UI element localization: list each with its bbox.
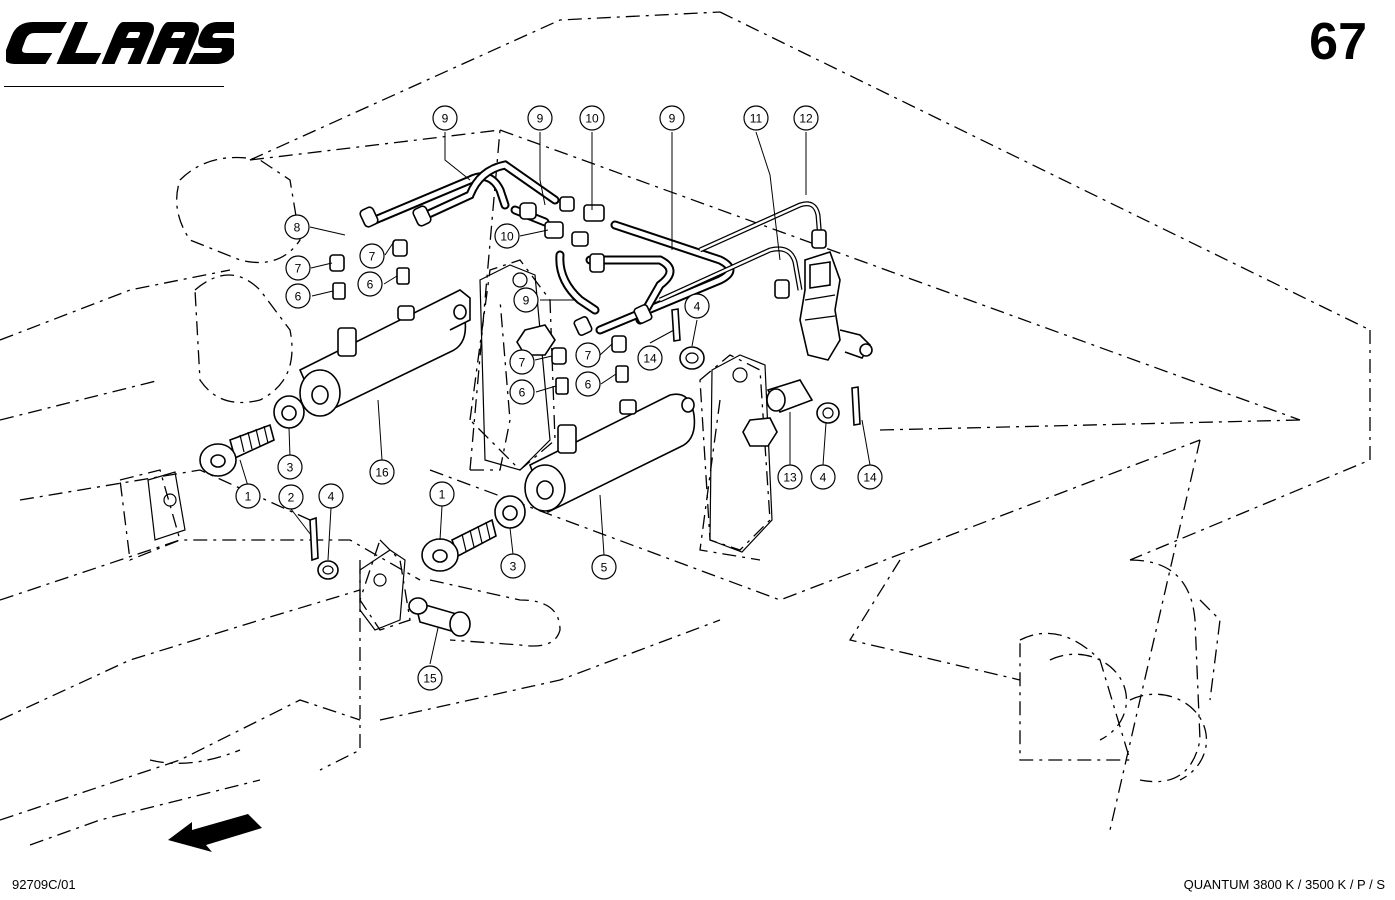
callout-label: 14 — [643, 352, 657, 366]
drawing-id: 92709C/01 — [12, 877, 76, 892]
callout-label: 6 — [295, 290, 302, 304]
callout-label: 9 — [669, 112, 676, 126]
claas-logo — [6, 22, 234, 64]
pin-13 — [766, 379, 814, 413]
callout-label: 4 — [694, 300, 701, 314]
callout-14: 14 — [857, 464, 883, 490]
callout-label: 1 — [245, 490, 252, 504]
callout-label: 11 — [750, 112, 763, 126]
callout-label: 6 — [519, 386, 526, 400]
washer-upper-right — [679, 346, 705, 370]
callout-label: 12 — [799, 112, 813, 126]
callout-label: 3 — [510, 560, 517, 574]
callout-14: 14 — [637, 345, 663, 371]
spring-pin-right — [851, 386, 861, 426]
callout-4: 4 — [684, 293, 710, 319]
callout-6: 6 — [357, 271, 383, 297]
nut-lower — [494, 495, 526, 529]
callout-label: 13 — [783, 471, 797, 485]
callout-label: 6 — [585, 378, 592, 392]
callout-10: 10 — [579, 105, 605, 131]
callout-label: 4 — [328, 490, 335, 504]
callout-label: 5 — [601, 561, 608, 575]
page-number: 67 — [1309, 13, 1367, 71]
callout-3: 3 — [500, 553, 526, 579]
callout-3: 3 — [277, 454, 303, 480]
callout-12: 12 — [793, 105, 819, 131]
eye-bolt-upper — [199, 423, 275, 477]
callout-6: 6 — [575, 371, 601, 397]
callout-1: 1 — [235, 483, 261, 509]
callout-6: 6 — [285, 283, 311, 309]
mounting-brackets — [147, 264, 778, 631]
callout-label: 9 — [442, 112, 449, 126]
callout-label: 7 — [519, 356, 526, 370]
callout-label: 6 — [367, 278, 374, 292]
callout-label: 16 — [375, 466, 389, 480]
callout-13: 13 — [777, 464, 803, 490]
callout-9: 9 — [527, 105, 553, 131]
callout-6: 6 — [509, 379, 535, 405]
callout-7: 7 — [285, 255, 311, 281]
valve-block-12 — [799, 251, 873, 361]
callout-label: 10 — [585, 112, 599, 126]
cotter-pin-2 — [309, 516, 319, 562]
callout-5: 5 — [591, 554, 617, 580]
callout-1: 1 — [429, 481, 455, 507]
callout-4: 4 — [318, 483, 344, 509]
pin-15 — [408, 597, 471, 637]
washer-lower-left — [317, 560, 339, 580]
callout-label: 4 — [820, 471, 827, 485]
callout-7: 7 — [509, 349, 535, 375]
callout-label: 3 — [287, 461, 294, 475]
callout-label: 10 — [500, 230, 514, 244]
leader-lines — [239, 131, 871, 665]
callout-15: 15 — [417, 665, 443, 691]
callout-9: 9 — [432, 105, 458, 131]
callout-4: 4 — [810, 464, 836, 490]
callout-label: 15 — [423, 672, 437, 686]
hydraulic-cylinder-16 — [298, 289, 471, 417]
callout-8: 8 — [284, 214, 310, 240]
callout-9: 9 — [659, 105, 685, 131]
hydraulic-fittings — [329, 196, 827, 395]
callout-label: 1 — [439, 488, 446, 502]
callout-label: 7 — [585, 349, 592, 363]
eye-bolt-lower — [421, 518, 497, 572]
hydraulic-hoses — [370, 160, 823, 335]
callout-label: 9 — [523, 294, 530, 308]
callout-2: 2 — [278, 484, 304, 510]
model-label: QUANTUM 3800 K / 3500 K / P / S — [1183, 877, 1385, 892]
hydraulic-cylinder-5 — [524, 393, 696, 514]
callout-label: 8 — [294, 221, 301, 235]
header-rule — [4, 86, 224, 87]
spring-pin-upper — [671, 308, 681, 342]
callout-11: 11 — [743, 105, 769, 131]
direction-arrow-icon — [168, 814, 262, 852]
callout-label: 7 — [369, 250, 376, 264]
nut-upper — [273, 395, 305, 429]
callout-7: 7 — [575, 342, 601, 368]
callout-label: 9 — [537, 112, 544, 126]
washer-right — [816, 402, 840, 424]
callout-9: 9 — [513, 287, 539, 313]
callout-label: 7 — [295, 262, 302, 276]
callout-label: 14 — [863, 471, 877, 485]
callout-16: 16 — [369, 459, 395, 485]
frame-phantom-lines — [0, 11, 1371, 846]
callout-label: 2 — [288, 491, 295, 505]
callout-7: 7 — [359, 243, 385, 269]
callout-10: 10 — [494, 223, 520, 249]
